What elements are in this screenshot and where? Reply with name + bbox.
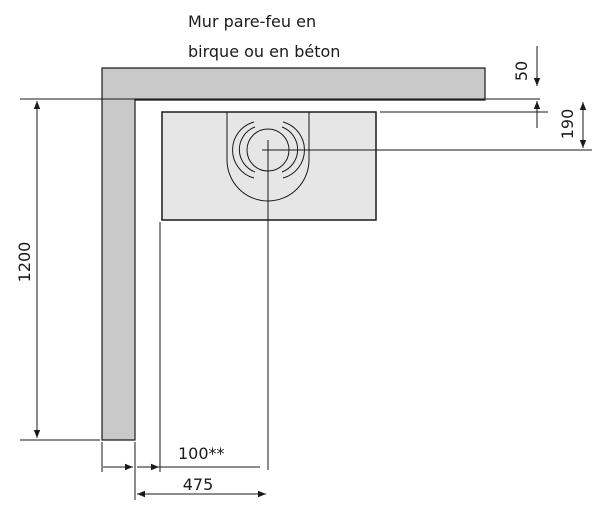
dim-100-label: 100** <box>178 444 225 463</box>
dim-1200-label: 1200 <box>15 242 34 283</box>
dim-475-label: 475 <box>183 475 214 494</box>
wall-label-line1: Mur pare-feu en <box>188 12 316 31</box>
wall-label-line2: birque ou en béton <box>188 42 340 61</box>
firewall-l-shape <box>101 67 486 441</box>
dim-190-label: 190 <box>558 109 577 140</box>
dim-50-label: 50 <box>512 61 531 81</box>
